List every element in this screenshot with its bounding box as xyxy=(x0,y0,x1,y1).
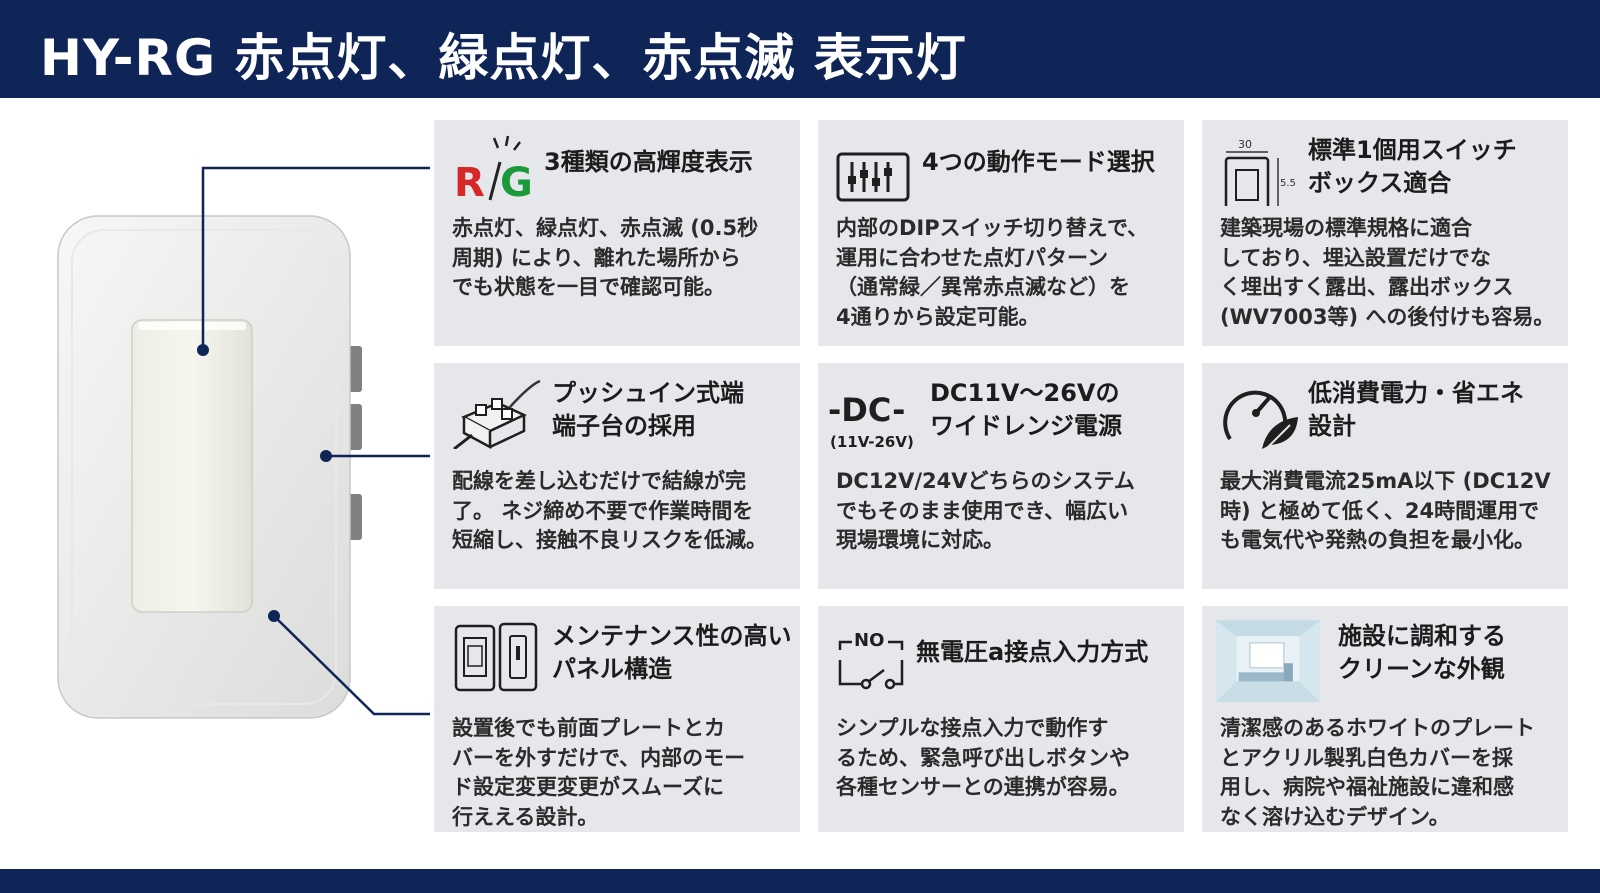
feature-card-push-in-terminal: プッシュイン式端 端子台の採用 配線を差し込むだけで結線が完 了。 ネジ締め不要… xyxy=(434,363,800,589)
leader-line xyxy=(201,166,430,350)
feature-card-dry-contact: NO 無電圧a接点入力方式 シンプルな接点入力で動作す るため、緊急呼び出しボタ… xyxy=(818,606,1184,832)
footer-bar xyxy=(0,869,1600,893)
no-contact-icon: NO xyxy=(838,630,904,690)
feature-card-dc-power: -DC- (11V-26V) DC11V～26Vの ワイドレンジ電源 DC12V… xyxy=(818,363,1184,589)
svg-text:G: G xyxy=(500,160,533,206)
eco-gauge-leaf-icon xyxy=(1223,390,1298,449)
svg-text:5.5: 5.5 xyxy=(1280,178,1296,189)
feature-title: 標準1個用スイッチ ボックス適合 xyxy=(1308,136,1517,197)
leader-dot xyxy=(320,450,332,462)
feature-card-operation-mode: 4つの動作モード選択 内部のDIPスイッチ切り替えで、 運用に合わせた点灯パター… xyxy=(818,120,1184,346)
svg-text:R: R xyxy=(454,160,485,206)
leader-dot xyxy=(197,344,209,356)
leader-dot xyxy=(268,610,280,622)
clean-room-icon xyxy=(1216,620,1320,702)
feature-description: 設置後でも前面プレートとカ バーを外すだけで、内部のモー ド設定変更変更がスムー… xyxy=(452,716,746,829)
leader-line xyxy=(273,615,430,716)
feature-title: 無電圧a接点入力方式 xyxy=(916,638,1149,666)
feature-title: 4つの動作モード選択 xyxy=(922,148,1155,176)
header-bar: HY-RG 赤点灯、緑点灯、赤点滅 表示灯 xyxy=(0,0,1600,98)
feature-title: 低消費電力・省エネ 設計 xyxy=(1308,379,1524,440)
dip-switch-icon xyxy=(836,152,910,202)
dc-power-icon: -DC- (11V-26V) xyxy=(828,391,914,449)
feature-title: 3種類の高輝度表示 xyxy=(544,148,753,176)
svg-text:30: 30 xyxy=(1238,138,1252,151)
switch-box-dimension-icon: 30 5.5 xyxy=(1224,138,1296,206)
rg-led-icon: R G xyxy=(454,135,533,206)
svg-text:(11V-26V): (11V-26V) xyxy=(830,433,914,449)
feature-description: 配線を差し込むだけで結線が完 了。 ネジ締め不要で作業時間を 短縮し、接触不良リ… xyxy=(452,469,767,552)
feature-title: DC11V～26Vの ワイドレンジ電源 xyxy=(930,379,1122,440)
panel-cover-icon xyxy=(454,622,538,692)
indicator-plate-image xyxy=(57,166,430,719)
feature-title: プッシュイン式端 端子台の採用 xyxy=(552,379,744,440)
acrylic-cover xyxy=(131,319,253,613)
feature-description: 最大消費電流25mA以下 (DC12V 時) と極めて低く、24時間運用で も電… xyxy=(1220,469,1551,552)
feature-card-low-power: 低消費電力・省エネ 設計 最大消費電流25mA以下 (DC12V 時) と極めて… xyxy=(1202,363,1568,589)
feature-description: 赤点灯、緑点灯、赤点滅 (0.5秒 周期) により、離れた場所から でも状態を一… xyxy=(452,216,759,299)
feature-description: 内部のDIPスイッチ切り替えで、 運用に合わせた点灯パターン （通常緑／異常赤点… xyxy=(836,216,1149,329)
product-illustration xyxy=(0,98,430,869)
feature-description: 建築現場の標準規格に適合 しており、埋込設置だけでな く埋出すく露出、露出ボック… xyxy=(1220,216,1555,329)
feature-card-clean-design: 施設に調和する クリーンな外観 清潔感のあるホワイトのプレート とアクリル製乳白… xyxy=(1202,606,1568,832)
page-title: HY-RG 赤点灯、緑点灯、赤点滅 表示灯 xyxy=(40,29,967,87)
svg-text:NO: NO xyxy=(854,630,884,651)
feature-card-maintenance: メンテナンス性の高い パネル構造 設置後でも前面プレートとカ バーを外すだけで、… xyxy=(434,606,800,832)
push-in-terminal-icon xyxy=(453,379,541,449)
feature-title: 施設に調和する クリーンな外観 xyxy=(1338,622,1506,683)
feature-card-switch-box: 30 5.5 標準1個用スイッチ ボックス適合 建築現場の標準規格に適合 してお… xyxy=(1202,120,1568,346)
feature-card-rg-display: R G 3種類の高輝度表示 赤点灯、緑点灯、赤点滅 (0.5秒 周期) により、… xyxy=(434,120,800,346)
feature-title: メンテナンス性の高い パネル構造 xyxy=(552,622,792,683)
feature-description: DC12V/24Vどちらのシステム でもそのまま使用でき、幅広い 現場環境に対応… xyxy=(836,469,1135,552)
feature-description: シンプルな接点入力で動作す るため、緊急呼び出しボタンや 各種センサーとの連携が… xyxy=(836,716,1130,799)
svg-text:-DC-: -DC- xyxy=(828,391,905,429)
feature-description: 清潔感のあるホワイトのプレート とアクリル製乳白色カバーを採 用し、病院や福祉施… xyxy=(1220,716,1535,829)
